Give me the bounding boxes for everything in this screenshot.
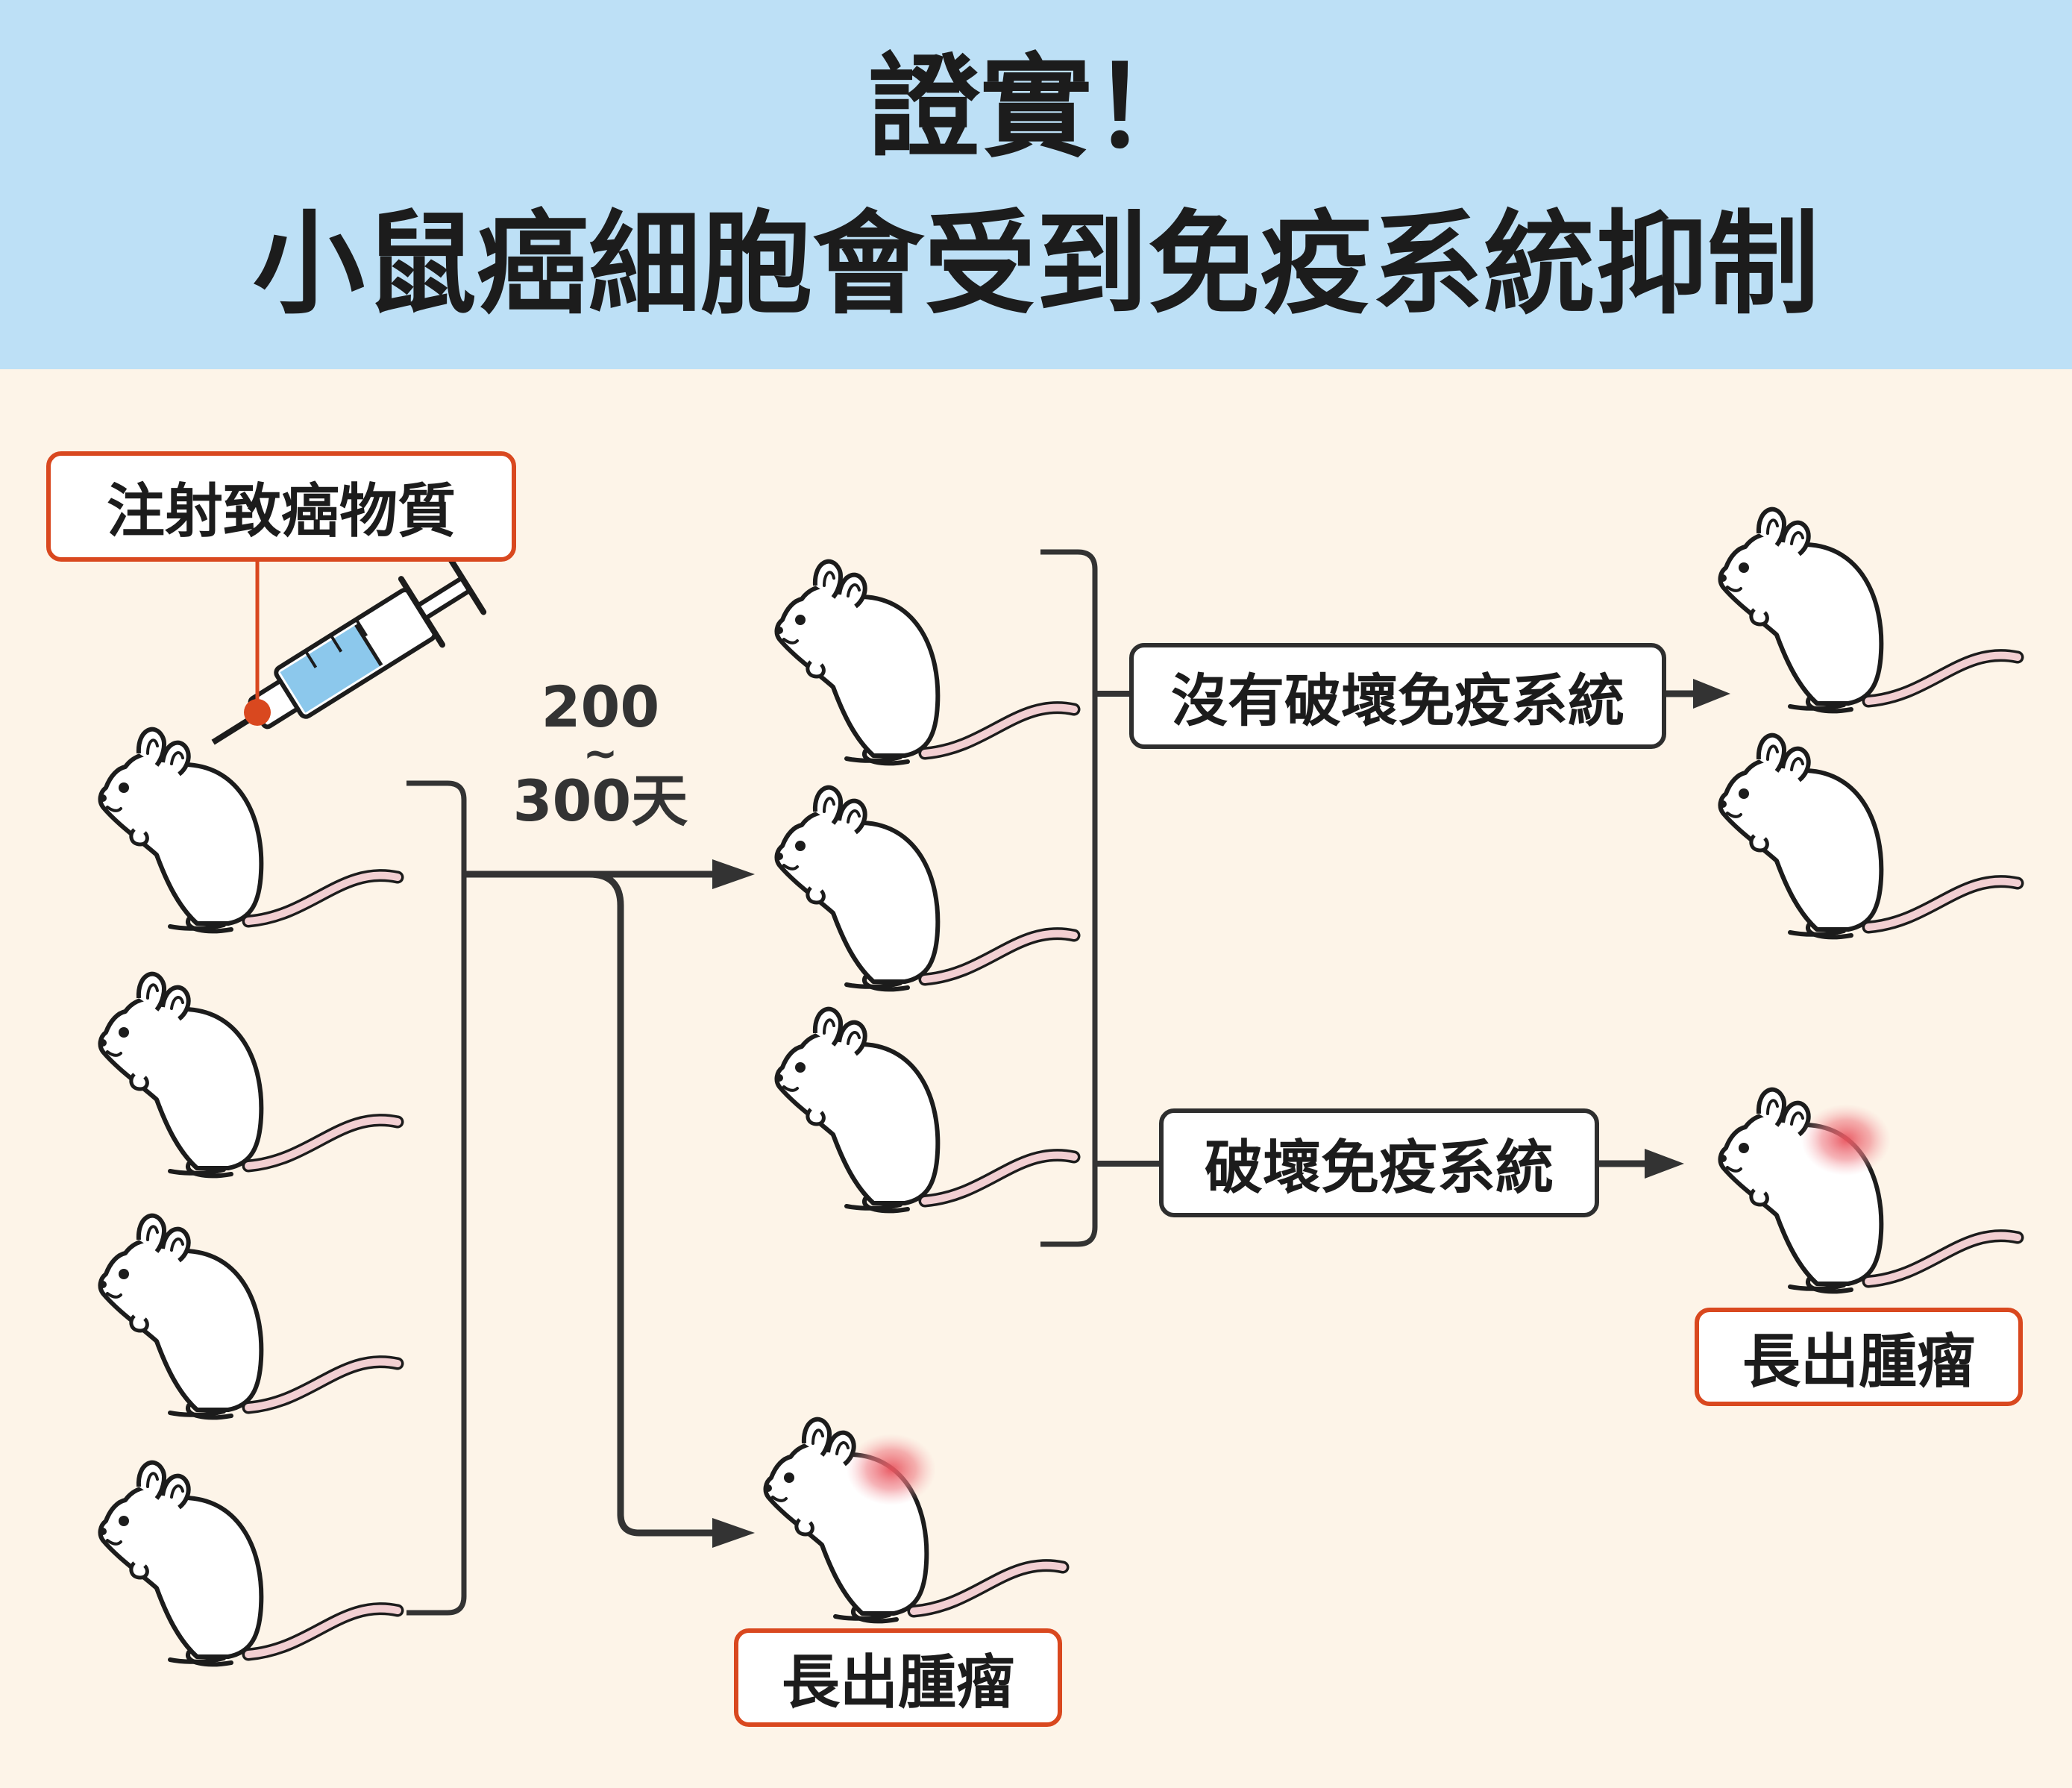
mouse-right-1 [1719,509,2018,712]
mouse-left-2 [99,974,398,1176]
days-label: 200 ~ 300天 [500,675,701,833]
left-bracket [406,780,467,1616]
tumor-label-right: 長出腫瘤 [1695,1308,2023,1406]
mouse-middle-3 [776,1009,1074,1211]
syringe-icon [211,553,487,745]
arrow-head-right-top [1693,679,1730,709]
title-line-2: 小鼠癌細胞會受到免疫系統抑制 [252,200,1819,330]
mouse-middle-2 [776,788,1074,990]
mouse-right-2 [1719,735,2018,938]
days-tilde: ~ [583,730,618,778]
arrow-head-middle [712,859,755,889]
inject-label: 注射致癌物質 [46,451,516,562]
tumor-spot-right [1801,1104,1891,1176]
tumor-spot-bottom [847,1434,936,1505]
middle-bracket [1040,549,1098,1247]
arrow-head-bottom [712,1518,755,1548]
mouse-injected [99,730,398,932]
days-start: 200 [541,674,660,740]
mouse-left-4 [99,1463,398,1665]
header-banner: 證實！ 小鼠癌細胞會受到免疫系統抑制 [0,0,2072,369]
arrow-to-tumor-bottom [588,871,716,1537]
mouse-left-3 [99,1216,398,1418]
days-end: 300天 [512,768,688,834]
tumor-label-bottom: 長出腫瘤 [734,1628,1062,1727]
mouse-middle-1 [776,562,1074,764]
title-line-1: 證實！ [867,43,1204,173]
no-destroy-immune-label: 沒有破壞免疫系統 [1129,643,1666,749]
inject-dot [244,699,271,726]
destroy-immune-label: 破壞免疫系統 [1159,1108,1599,1217]
arrow-head-right-tumor [1645,1149,1684,1179]
